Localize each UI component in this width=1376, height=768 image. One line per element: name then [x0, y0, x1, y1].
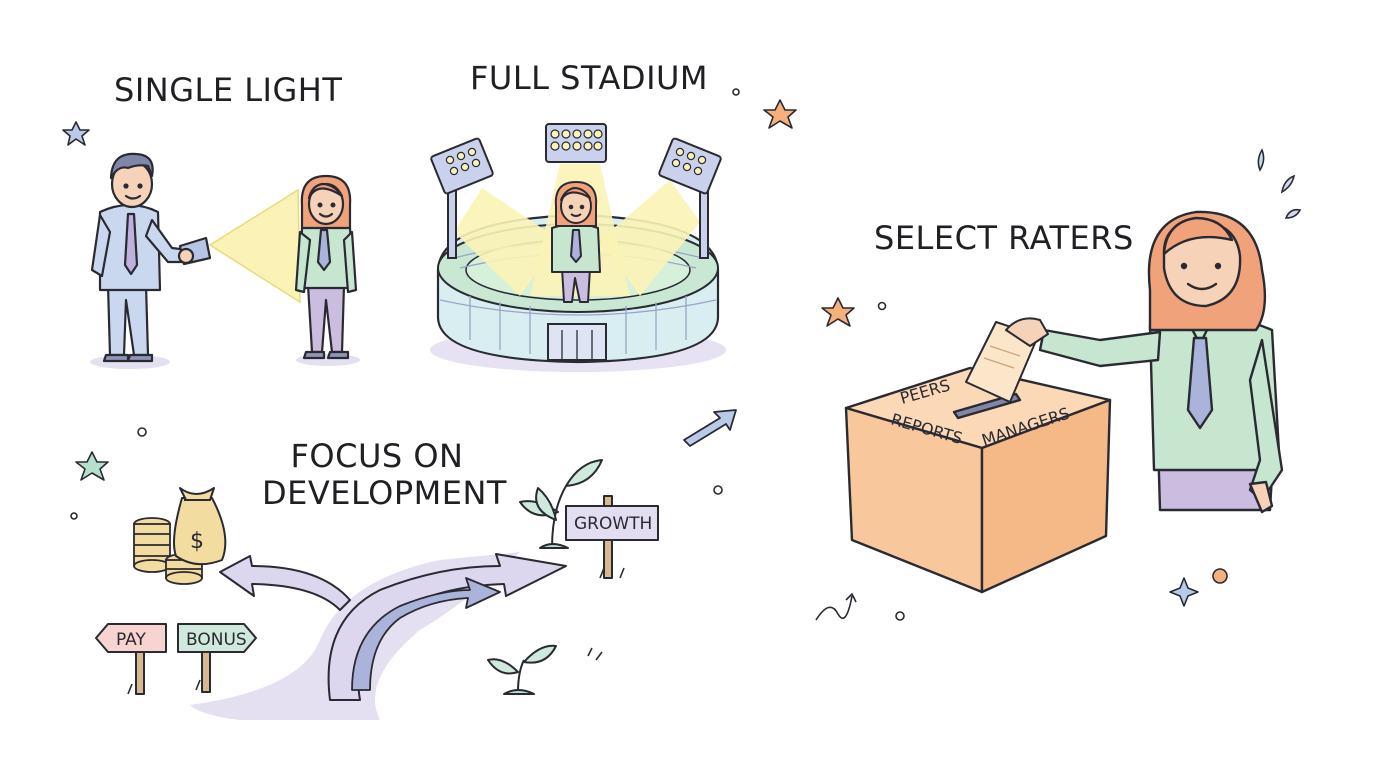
panel-title-single-light: SINGLE LIGHT: [114, 71, 343, 109]
star-icon: [75, 451, 109, 481]
growth-sign-label: GROWTH: [574, 514, 652, 534]
swirl-arrow-icon: [815, 593, 857, 621]
select-raters-scene: PEERS REPORTS MANAGERS: [844, 148, 1302, 594]
star-icon: [62, 121, 90, 146]
connector-arrow: [683, 409, 737, 447]
panel-title-focus-line1: FOCUS ON: [290, 437, 464, 475]
coin-stack: [133, 517, 203, 585]
plant-large: [519, 459, 603, 549]
decorations: [62, 88, 1228, 621]
pay-sign: [95, 623, 167, 695]
ballot-box: [844, 366, 1112, 594]
stadium-lights: [430, 123, 722, 195]
bonus-sign-label: BONUS: [186, 630, 247, 650]
money-bag-symbol: $: [190, 529, 204, 554]
woman-figure-single: [294, 174, 358, 360]
panel-title-select-raters: SELECT RATERS: [874, 219, 1134, 257]
single-light-scene: [90, 152, 360, 369]
panel-title-focus-line2: DEVELOPMENT: [262, 473, 507, 512]
star-icon: [821, 297, 855, 327]
money-bag: [173, 487, 227, 566]
star-icon: [763, 99, 797, 129]
panel-title-full-stadium: FULL STADIUM: [470, 59, 709, 97]
woman-figure-stadium: [551, 181, 601, 303]
woman-figure-raters: [1038, 210, 1284, 514]
sparkle-icon: [1169, 577, 1199, 607]
sweat-drops: [1257, 148, 1302, 219]
panel-title-focus-on-development: FOCUS ON DEVELOPMENT: [262, 437, 507, 512]
man-figure: [90, 152, 212, 363]
pay-sign-label: PAY: [116, 630, 146, 650]
growth-sign: [565, 495, 659, 579]
arrow-left: [219, 555, 351, 611]
bonus-sign: [177, 623, 257, 693]
focus-on-development-scene: $ PAY BONUS GROWTH: [95, 459, 659, 720]
full-stadium-scene: [430, 123, 726, 372]
plant-small: [487, 644, 557, 695]
flashlight-beam: [208, 188, 301, 304]
